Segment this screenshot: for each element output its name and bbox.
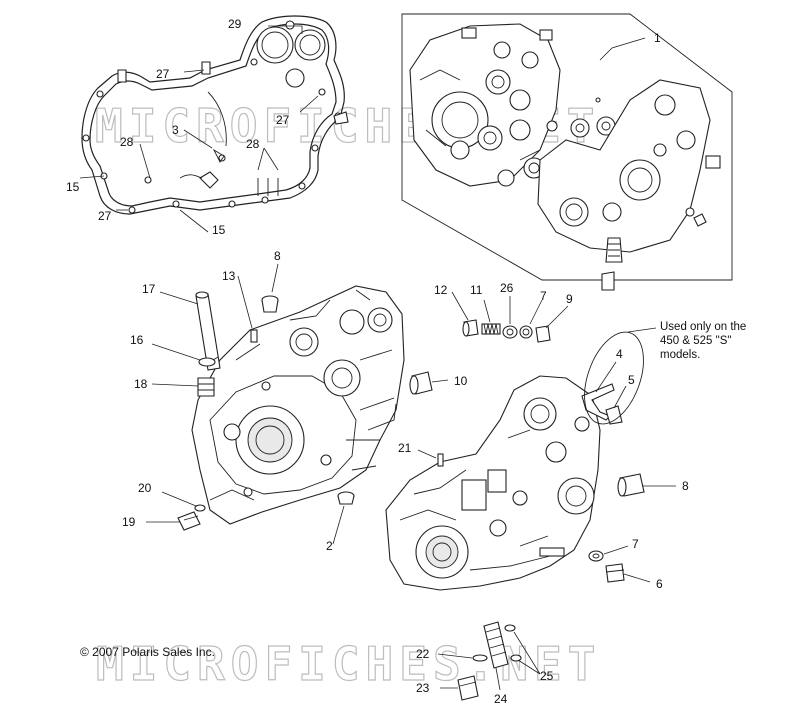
- usage-note: Used only on the 450 & 525 "S" models.: [660, 321, 746, 361]
- callout-28-left: 28: [120, 135, 134, 149]
- callout-27-top: 27: [156, 67, 170, 81]
- callout-4: 4: [616, 347, 623, 361]
- callout-7-right: 7: [632, 537, 639, 551]
- callout-11: 11: [470, 283, 483, 297]
- callout-7-top: 7: [540, 289, 547, 303]
- part-19-bolt: [177, 511, 201, 531]
- callout-26: 26: [500, 281, 514, 295]
- callout-9: 9: [566, 292, 573, 306]
- part-4-bracket: [581, 383, 615, 421]
- crankcase-gasket: [81, 15, 349, 215]
- part-8-bushing-top: [261, 295, 279, 313]
- callout-18: 18: [134, 377, 148, 391]
- part-7-oring-top: [519, 325, 533, 339]
- part-13-pin: [250, 329, 258, 343]
- callout-22: 22: [416, 647, 430, 661]
- right-crankcase-half: [385, 375, 601, 591]
- note-line-3: models.: [660, 349, 700, 361]
- part-25-orings: [504, 624, 522, 662]
- note-line-1: Used only on the: [660, 321, 746, 333]
- callout-labels: 1 29 27 3 28 28 27 15 27 15 8 17 13 16 1…: [66, 17, 689, 706]
- part-17-tube: [195, 291, 221, 371]
- callout-2: 2: [326, 539, 333, 553]
- callout-3: 3: [172, 123, 179, 137]
- part-12-plug: [462, 319, 479, 337]
- part-24-screen: [483, 621, 509, 669]
- callout-12: 12: [434, 283, 448, 297]
- part-16-clamp: [198, 356, 219, 367]
- callout-17: 17: [142, 282, 156, 296]
- callout-15-bottom: 15: [212, 223, 226, 237]
- callout-28-right: 28: [246, 137, 260, 151]
- callout-8-right: 8: [682, 479, 689, 493]
- callout-21: 21: [398, 441, 412, 455]
- callout-10: 10: [454, 374, 468, 388]
- callout-19: 19: [122, 515, 136, 529]
- part-7-oring-right: [588, 550, 604, 562]
- callout-24: 24: [494, 692, 508, 706]
- part-10-seal: [409, 371, 433, 395]
- part-9-plug: [535, 325, 551, 343]
- callout-16: 16: [130, 333, 144, 347]
- callout-8-top: 8: [274, 249, 281, 263]
- callout-27-right: 27: [276, 113, 290, 127]
- part-6-plug: [605, 563, 625, 583]
- part-5-bolt: [605, 405, 623, 425]
- part-22-oring: [472, 654, 488, 662]
- callout-29: 29: [228, 17, 242, 31]
- optional-parts-outline: [584, 331, 644, 425]
- callout-20: 20: [138, 481, 152, 495]
- part-21-pin: [437, 453, 444, 467]
- callout-15-left: 15: [66, 180, 80, 194]
- callout-1: 1: [654, 31, 661, 45]
- crankcase-assembly-box: [401, 13, 733, 291]
- part-23-plug: [457, 675, 479, 701]
- callout-25: 25: [540, 669, 554, 683]
- part-11-spring: [481, 323, 501, 335]
- callout-23: 23: [416, 681, 430, 695]
- part-26-washer: [502, 325, 518, 339]
- watermark-bottom: MICROFICHES.NET: [96, 637, 601, 691]
- copyright-text: © 2007 Polaris Sales Inc.: [80, 645, 215, 659]
- callout-6: 6: [656, 577, 663, 591]
- part-8-bushing-right: [617, 473, 645, 497]
- note-line-2: 450 & 525 "S": [660, 335, 731, 347]
- callout-27-bottom: 27: [98, 209, 112, 223]
- leader-lines: [79, 25, 676, 691]
- part-2-bushing: [337, 491, 355, 505]
- left-crankcase-half: [191, 285, 405, 525]
- part-20-washer: [194, 504, 206, 512]
- part-18-fitting: [197, 377, 215, 397]
- callout-5: 5: [628, 373, 635, 387]
- callout-13: 13: [222, 269, 236, 283]
